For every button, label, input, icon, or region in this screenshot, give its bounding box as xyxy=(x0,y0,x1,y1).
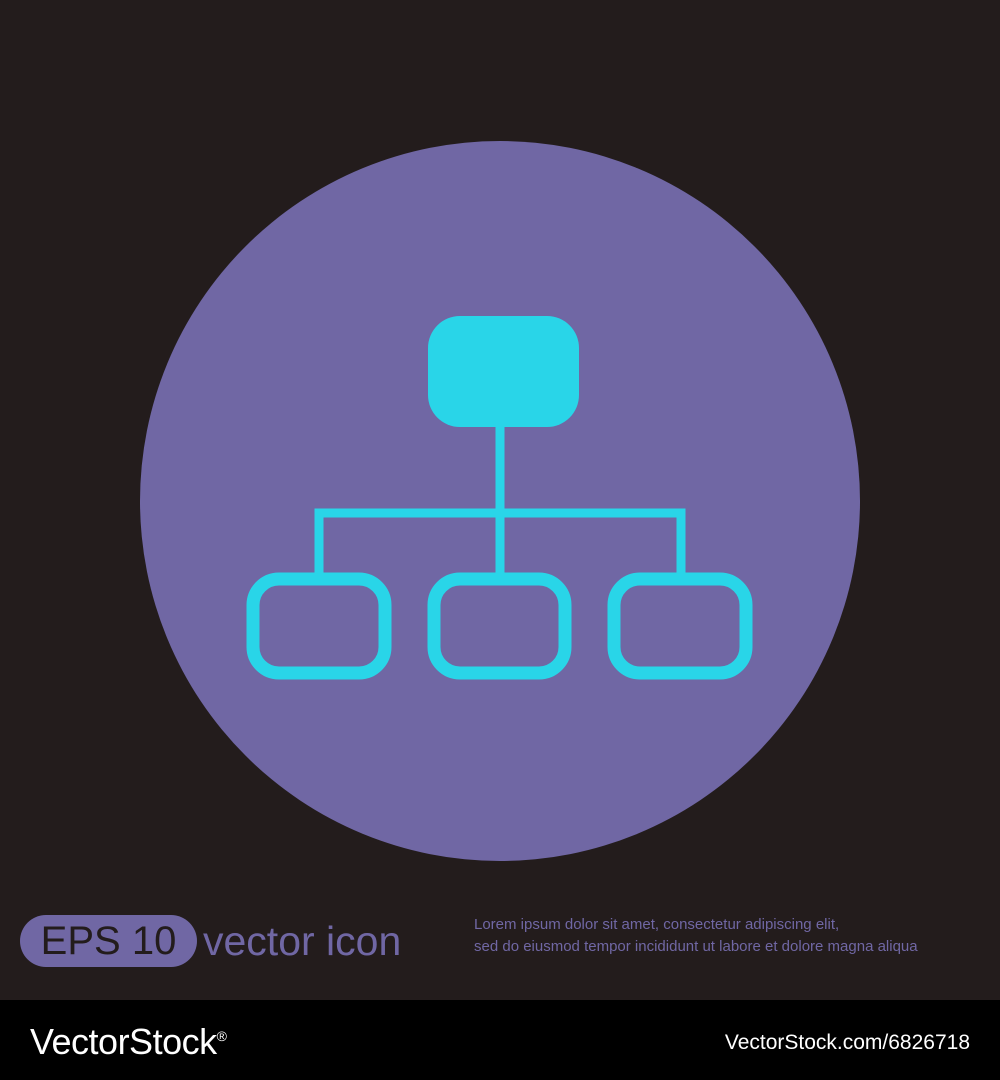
lorem-line-2: sed do eiusmod tempor incididunt ut labo… xyxy=(474,938,918,955)
image-id-label: VectorStock.com/6826718 xyxy=(724,1031,970,1054)
child-node-right xyxy=(607,572,753,680)
lorem-line-1: Lorem ipsum dolor sit amet, consectetur … xyxy=(474,916,840,933)
icon-circle-background xyxy=(140,141,860,861)
connector-lines xyxy=(314,425,686,578)
artwork-canvas: EPS 10 vector icon Lorem ipsum dolor sit… xyxy=(20,141,994,967)
child-nodes xyxy=(246,572,753,680)
vector-icon-title: vector icon xyxy=(203,917,402,964)
eps-badge: EPS 10 xyxy=(20,915,197,967)
watermark-bar: VectorStock® VectorStock.com/6826718 xyxy=(0,1000,1000,1080)
child-node-middle xyxy=(427,572,572,680)
horizontal-connector xyxy=(314,508,686,578)
lorem-text-block: Lorem ipsum dolor sit amet, consectetur … xyxy=(474,914,994,958)
root-node xyxy=(428,316,579,427)
hierarchy-structure-icon xyxy=(140,141,860,861)
vectorstock-logo: VectorStock® xyxy=(30,1020,227,1064)
child-node-left xyxy=(246,572,392,680)
registered-mark: ® xyxy=(216,1028,227,1044)
vectorstock-logo-text: VectorStock xyxy=(30,1021,217,1062)
